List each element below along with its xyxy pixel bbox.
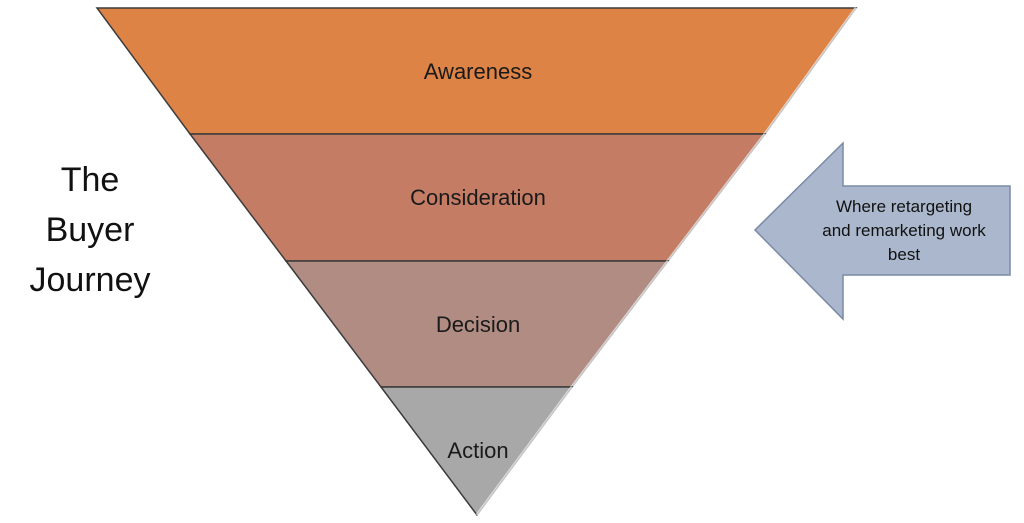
funnel-label-action: Action — [447, 438, 508, 463]
title-line-1: The — [60, 161, 120, 199]
funnel-label-decision: Decision — [436, 312, 520, 337]
title-line-3: Journey — [29, 261, 151, 299]
callout-text-line-3: best — [888, 245, 920, 264]
funnel-label-awareness: Awareness — [424, 59, 532, 84]
callout-text-line-1: Where retargeting — [836, 197, 972, 216]
title-line-2: Buyer — [45, 211, 135, 249]
callout-arrow — [753, 141, 1011, 321]
callout-text-line-2: and remarketing work — [822, 221, 986, 240]
funnel-label-consideration: Consideration — [410, 185, 546, 210]
